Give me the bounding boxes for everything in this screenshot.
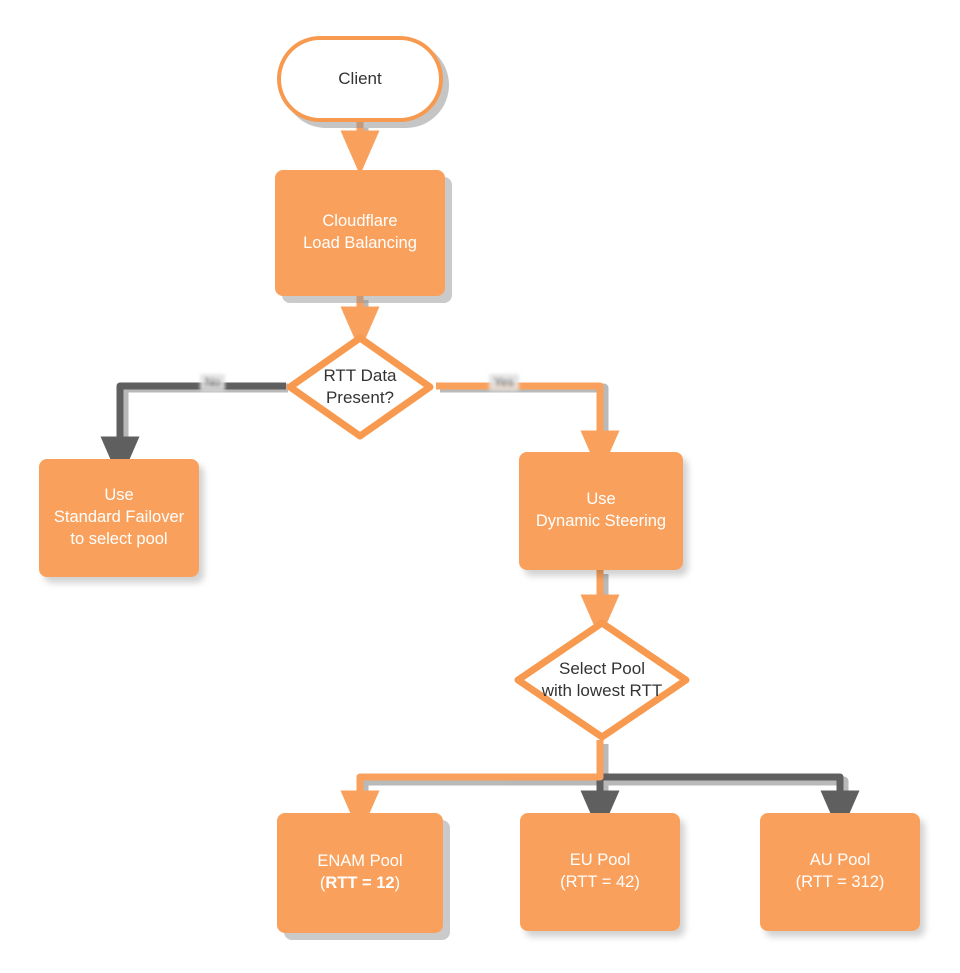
node-rtt-label-group: RTT Data Present? xyxy=(284,365,436,410)
node-client[interactable]: Client xyxy=(277,36,443,122)
edge-select-to-enam xyxy=(340,740,604,836)
node-dynamic-label-group: Use Dynamic Steering xyxy=(521,489,681,533)
node-au-rtt-open: ( xyxy=(795,873,802,891)
edge-shadows xyxy=(119,128,849,818)
node-lb-line-1: Cloudflare xyxy=(322,212,398,231)
node-eu-pool[interactable]: EU Pool (RTT = 42) xyxy=(520,813,680,931)
node-enam-pool[interactable]: ENAM Pool (RTT = 12) xyxy=(277,813,443,933)
node-au-rtt-value: RTT = 312 xyxy=(801,873,879,891)
node-select-pool-line-2: with lowest RTT xyxy=(541,681,663,700)
node-eu-label-group: EU Pool (RTT = 42) xyxy=(522,850,678,894)
node-failover-line-2: Standard Failover xyxy=(53,508,185,527)
node-au-name: AU Pool xyxy=(809,851,871,870)
edge-label-no: No xyxy=(200,374,226,392)
node-au-rtt-close: ) xyxy=(878,873,885,891)
node-select-pool-lowest-rtt[interactable]: Select Pool with lowest RTT xyxy=(511,616,693,744)
node-au-label-group: AU Pool (RTT = 312) xyxy=(762,850,918,894)
node-failover-line-1: Use xyxy=(104,486,134,505)
edge-rtt-to-failover xyxy=(100,382,286,482)
node-au-pool[interactable]: AU Pool (RTT = 312) xyxy=(760,813,920,931)
node-enam-rtt: (RTT = 12) xyxy=(320,873,400,895)
node-select-pool-line-1: Select Pool xyxy=(559,658,645,678)
node-eu-rtt-close: ) xyxy=(634,873,640,891)
node-au-rtt: (RTT = 312) xyxy=(796,872,885,894)
node-rtt-line-1: RTT Data xyxy=(323,365,397,385)
node-client-label-group: Client xyxy=(281,68,439,90)
node-select-pool-label-group: Select Pool with lowest RTT xyxy=(511,658,693,703)
node-enam-rtt-close: ) xyxy=(394,874,401,892)
node-failover-line-3: to select pool xyxy=(70,529,168,548)
node-standard-failover[interactable]: Use Standard Failover to select pool xyxy=(39,459,199,577)
node-enam-label-group: ENAM Pool (RTT = 12) xyxy=(279,851,441,895)
diamond-shape-rtt xyxy=(286,334,434,440)
node-enam-rtt-value: RTT = 12 xyxy=(325,874,395,892)
node-failover-label-group: Use Standard Failover to select pool xyxy=(41,485,197,550)
node-rtt-data-present[interactable]: RTT Data Present? xyxy=(284,330,436,444)
node-dynamic-steering[interactable]: Use Dynamic Steering xyxy=(519,452,683,570)
node-lb-label-group: Cloudflare Load Balancing xyxy=(277,211,443,255)
node-enam-name: ENAM Pool xyxy=(317,852,403,871)
node-enam-rtt-open: ( xyxy=(319,874,326,892)
edge-select-to-au xyxy=(600,773,860,836)
node-dynamic-line-1: Use xyxy=(586,490,616,509)
edge-rtt-to-dynamic xyxy=(436,382,620,476)
node-eu-rtt-value: RTT = 42 xyxy=(565,873,635,891)
node-rtt-line-2: Present? xyxy=(325,388,395,407)
node-eu-rtt: (RTT = 42) xyxy=(560,872,640,894)
node-cloudflare-load-balancing[interactable]: Cloudflare Load Balancing xyxy=(275,170,445,296)
edge-label-yes: Yes xyxy=(489,374,519,392)
node-client-line-1: Client xyxy=(338,68,382,88)
node-eu-name: EU Pool xyxy=(569,851,631,870)
node-dynamic-line-2: Dynamic Steering xyxy=(535,512,667,530)
diamond-shape-select-pool xyxy=(514,619,690,741)
node-lb-line-2: Load Balancing xyxy=(303,234,417,252)
node-eu-rtt-open: ( xyxy=(560,873,566,891)
